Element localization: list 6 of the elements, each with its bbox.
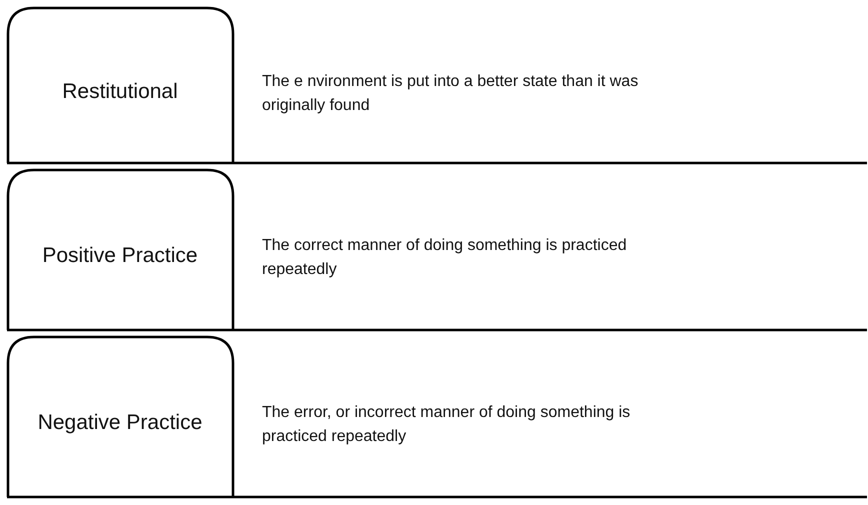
category-title: Positive Practice: [41, 244, 199, 268]
category-title: Restitutional: [61, 80, 179, 104]
description-text: The e nvironment is put into a better state than it was originally found: [262, 72, 640, 116]
category-title: Negative Practice: [36, 411, 204, 435]
description-text: The correct manner of doing something is practiced repeatedly: [262, 236, 628, 280]
description-text: The error, or incorrect manner of doing something is practiced repeatedly: [262, 403, 632, 447]
